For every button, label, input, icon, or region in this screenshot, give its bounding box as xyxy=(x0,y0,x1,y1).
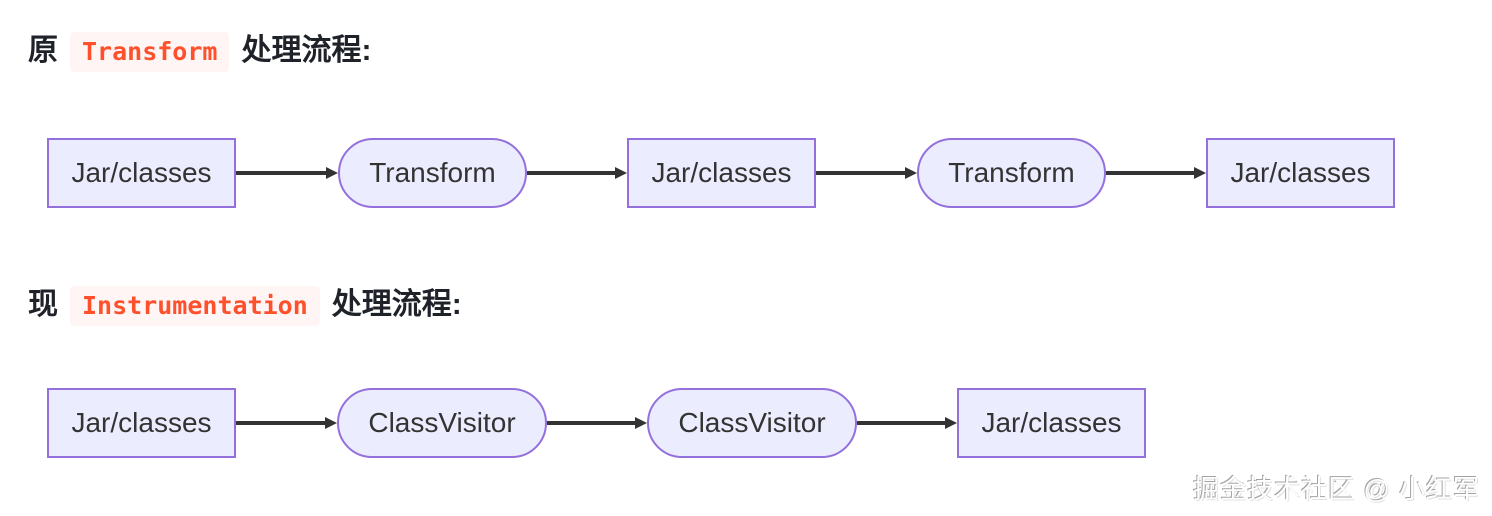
arrowhead-icon xyxy=(635,417,647,429)
transform-flow-row: Jar/classes Transform Jar/classes Transf… xyxy=(0,138,1492,208)
node-label: Jar/classes xyxy=(1230,157,1371,188)
flow-arrow xyxy=(236,165,338,181)
node-label: ClassVisitor xyxy=(678,407,826,438)
heading-prefix: 原 xyxy=(28,34,58,67)
arrowhead-icon xyxy=(615,167,627,179)
flow-arrow xyxy=(816,165,917,181)
inline-code-transform: Transform xyxy=(70,32,230,72)
heading-prefix: 现 xyxy=(28,288,58,321)
node-jar-classes: Jar/classes xyxy=(47,388,236,458)
inline-code-instrumentation: Instrumentation xyxy=(70,286,320,326)
flow-arrow xyxy=(547,415,647,431)
node-jar-classes: Jar/classes xyxy=(1206,138,1395,208)
node-classvisitor: ClassVisitor xyxy=(337,388,547,458)
flow-arrow xyxy=(857,415,957,431)
node-label: Jar/classes xyxy=(981,407,1122,438)
node-classvisitor: ClassVisitor xyxy=(647,388,857,458)
arrowhead-icon xyxy=(326,167,338,179)
flow-arrow xyxy=(527,165,627,181)
node-label: Jar/classes xyxy=(651,157,792,188)
heading-suffix: 处理流程: xyxy=(331,288,462,321)
arrow-line xyxy=(527,171,615,175)
node-jar-classes: Jar/classes xyxy=(627,138,816,208)
node-label: ClassVisitor xyxy=(368,407,516,438)
node-transform: Transform xyxy=(338,138,527,208)
node-label: Jar/classes xyxy=(71,407,212,438)
arrow-line xyxy=(816,171,905,175)
arrowhead-icon xyxy=(325,417,337,429)
node-label: Transform xyxy=(369,157,496,188)
node-jar-classes: Jar/classes xyxy=(957,388,1146,458)
arrow-line xyxy=(547,421,635,425)
heading-instrumentation-flow: 现 Instrumentation 处理流程: xyxy=(28,282,462,328)
flow-arrow xyxy=(1106,165,1206,181)
arrowhead-icon xyxy=(1194,167,1206,179)
node-label: Transform xyxy=(948,157,1075,188)
arrowhead-icon xyxy=(905,167,917,179)
arrowhead-icon xyxy=(945,417,957,429)
node-transform: Transform xyxy=(917,138,1106,208)
arrow-line xyxy=(236,421,325,425)
watermark: 掘金技术社区 @ 小红军 xyxy=(1193,474,1480,504)
arrow-line xyxy=(1106,171,1194,175)
node-label: Jar/classes xyxy=(71,157,212,188)
arrow-line xyxy=(236,171,326,175)
heading-transform-flow: 原 Transform 处理流程: xyxy=(28,28,371,74)
flow-arrow xyxy=(236,415,337,431)
arrow-line xyxy=(857,421,945,425)
node-jar-classes: Jar/classes xyxy=(47,138,236,208)
instrumentation-flow-row: Jar/classes ClassVisitor ClassVisitor Ja… xyxy=(0,388,1492,458)
heading-suffix: 处理流程: xyxy=(241,34,372,67)
